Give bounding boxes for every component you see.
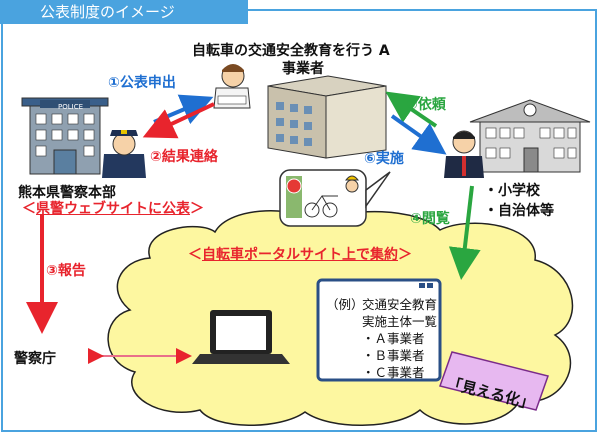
school-building-icon	[469, 99, 591, 173]
list-title-line1: 交通安全教育	[362, 297, 438, 312]
police-building-icon	[21, 97, 109, 175]
visualize-badge	[439, 351, 549, 411]
step3-label: ③報告	[46, 263, 86, 279]
arrow-browse	[448, 185, 481, 280]
arrow-result-contact	[142, 102, 215, 139]
list-window	[316, 278, 442, 382]
company-staff-icon	[213, 64, 251, 109]
list-item: ・Ａ事業者	[362, 331, 425, 346]
arrow-request	[385, 91, 438, 128]
step5-label: ⑤依頼	[406, 97, 446, 113]
step1-label: ①公表申出	[108, 75, 176, 91]
outer-frame	[1, 9, 597, 432]
step6-label: ⑥実施	[364, 151, 404, 167]
company-building-icon	[267, 75, 387, 159]
agency-name: 警察庁	[14, 351, 56, 367]
portal-label: ＜自転車ポータルサイト上で集約＞	[188, 247, 412, 263]
arrow-implementation	[390, 114, 447, 155]
implementation-bubble	[279, 169, 391, 227]
org-line1: ・小学校	[484, 183, 540, 199]
list-item: ・Ｃ事業者	[362, 365, 425, 380]
org-line2: ・自治体等	[484, 203, 554, 219]
laptop-icon	[192, 310, 290, 364]
police-officer-icon	[102, 130, 146, 178]
police-sign: POLICE	[58, 103, 84, 111]
list-prefix: （例）	[326, 297, 364, 312]
step4-label: ④閲覧	[410, 211, 450, 227]
police-publish-note: ＜県警ウェブサイトに公表＞	[22, 201, 204, 217]
center-name-line1: 自転車の交通安全教育を行う A	[192, 43, 390, 59]
diagram-title: 公表制度のイメージ	[0, 0, 248, 24]
step2-label: ②結果連絡	[150, 149, 218, 165]
center-name-line2: 事業者	[282, 61, 324, 77]
school-staff-icon	[444, 130, 484, 178]
police-name: 熊本県警察本部	[18, 185, 116, 201]
list-title-line2: 実施主体一覧	[362, 314, 438, 329]
list-item: ・Ｂ事業者	[362, 348, 425, 363]
